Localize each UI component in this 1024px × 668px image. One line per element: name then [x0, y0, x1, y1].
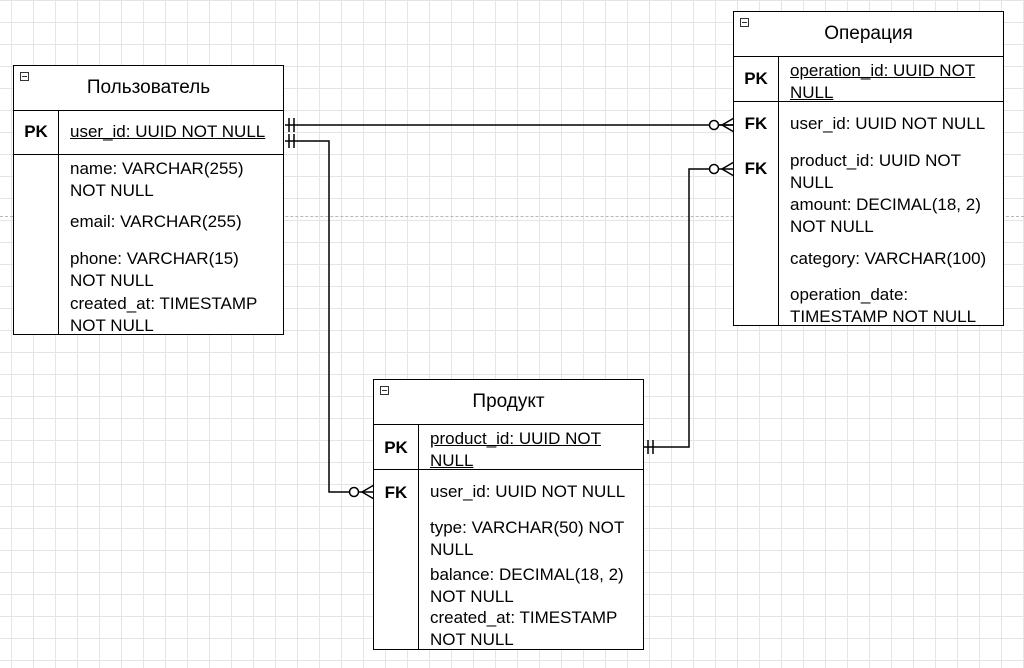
entity-header: Операция — [734, 12, 1003, 57]
pk-label: PK — [744, 69, 768, 88]
fk-label: FK — [744, 159, 768, 178]
field-name: name: VARCHAR(255) NOT NULL — [70, 159, 244, 200]
relationship-user-operation — [285, 117, 735, 133]
field-category: category: VARCHAR(100) — [790, 249, 987, 268]
pk-divider — [734, 101, 1003, 102]
entity-user[interactable]: Пользователь PK user_id: UUID NOT NULL n… — [13, 65, 284, 335]
fk-label: FK — [384, 483, 408, 502]
field-created-at: created_at: TIMESTAMP NOT NULL — [430, 608, 618, 649]
entity-title: Продукт — [472, 391, 545, 412]
field-phone: phone: VARCHAR(15) NOT NULL — [70, 249, 239, 290]
key-column — [14, 110, 59, 334]
entity-header: Продукт — [374, 380, 643, 425]
page-break-line — [0, 216, 1024, 217]
collapse-icon[interactable] — [740, 18, 749, 27]
pk-field: user_id: UUID NOT NULL — [70, 122, 266, 141]
fk-label: FK — [744, 114, 768, 133]
field-type: type: VARCHAR(50) NOT NULL — [430, 518, 624, 559]
entity-title: Операция — [824, 23, 913, 44]
field-operation-date: operation_date: TIMESTAMP NOT NULL — [790, 285, 977, 326]
pk-divider — [14, 154, 283, 155]
pk-label: PK — [24, 122, 48, 141]
field-user-id: user_id: UUID NOT NULL — [430, 482, 626, 501]
collapse-icon[interactable] — [380, 386, 389, 395]
field-amount: amount: DECIMAL(18, 2) NOT NULL — [790, 195, 981, 236]
entity-operation[interactable]: Операция PK operation_id: UUID NOT NULL … — [733, 11, 1004, 326]
entity-product[interactable]: Продукт PK product_id: UUID NOT NULL FK … — [373, 379, 644, 650]
field-email: email: VARCHAR(255) — [70, 212, 242, 231]
entity-title: Пользователь — [86, 77, 211, 98]
field-created-at: created_at: TIMESTAMP NOT NULL — [70, 294, 258, 335]
relationship-product-operation — [644, 161, 735, 454]
pk-field: operation_id: UUID NOT NULL — [790, 61, 976, 102]
field-product-id: product_id: UUID NOT NULL — [790, 151, 961, 192]
field-user-id: user_id: UUID NOT NULL — [790, 114, 986, 133]
key-column — [734, 56, 779, 325]
pk-label: PK — [384, 438, 408, 457]
collapse-icon[interactable] — [20, 72, 29, 81]
key-column — [374, 424, 419, 649]
field-balance: balance: DECIMAL(18, 2) NOT NULL — [430, 565, 624, 606]
pk-divider — [374, 469, 643, 470]
pk-field: product_id: UUID NOT NULL — [430, 429, 601, 470]
relationship-user-product — [285, 134, 375, 500]
entity-header: Пользователь — [14, 66, 283, 111]
